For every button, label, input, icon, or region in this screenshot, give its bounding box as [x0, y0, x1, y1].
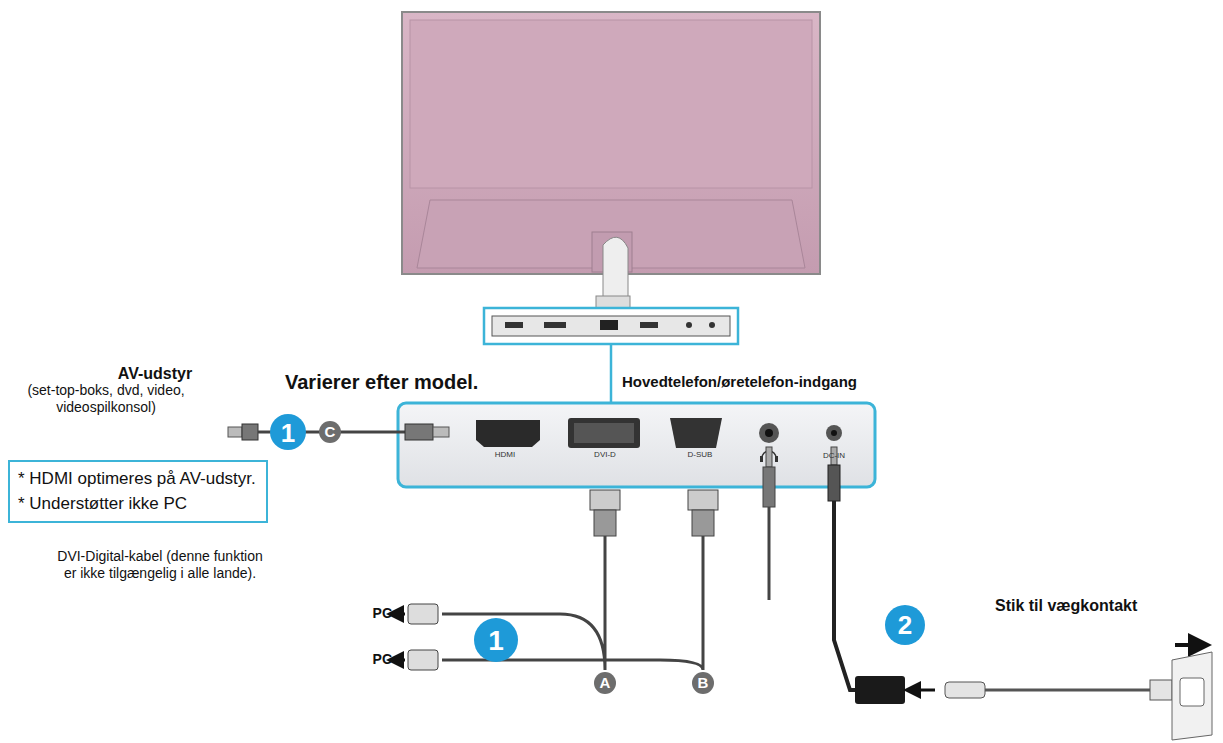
- port-label: DC-IN: [823, 451, 845, 460]
- port-label: HDMI: [495, 450, 515, 459]
- connector-panel-box: HDMI DVI-D D-SUB DC-IN: [398, 403, 875, 487]
- cable-note: DVI-Digital-kabel (denne funktion er ikk…: [55, 548, 265, 582]
- callout-letter: B: [692, 674, 714, 692]
- callout-letter: A: [594, 674, 616, 692]
- callout-letter: C: [319, 423, 341, 441]
- note-text: * HDMI optimeres på AV-udstyr.: [18, 467, 258, 492]
- port-label: DVI-D: [594, 450, 616, 459]
- device-label: AV-udstyr: [60, 364, 250, 383]
- pc-label: PC: [352, 651, 392, 668]
- power-adapter: [828, 447, 1212, 740]
- headphone-label: Hovedtelefon/øretelefon-indgang: [622, 373, 952, 391]
- port-label: D-SUB: [688, 450, 713, 459]
- wall-plug-label: Stik til vægkontakt: [995, 596, 1220, 615]
- pc-label: PC: [352, 605, 392, 622]
- pc-cables: [395, 490, 718, 694]
- callout-number: 2: [885, 610, 925, 641]
- device-note: (set-top-boks, dvd, video, videospilkons…: [0, 382, 212, 416]
- headphone-plug: [763, 447, 775, 600]
- note-box: * HDMI optimeres på AV-udstyr.* Understø…: [8, 460, 268, 523]
- connector-panel: [398, 403, 875, 487]
- callout-number: 1: [474, 624, 518, 658]
- model-note: Varierer efter model.: [285, 370, 555, 394]
- note-text: * Understøtter ikke PC: [18, 492, 258, 517]
- callout-number: 1: [270, 418, 306, 449]
- av-cable: [228, 414, 449, 450]
- monitor-back: [402, 12, 820, 310]
